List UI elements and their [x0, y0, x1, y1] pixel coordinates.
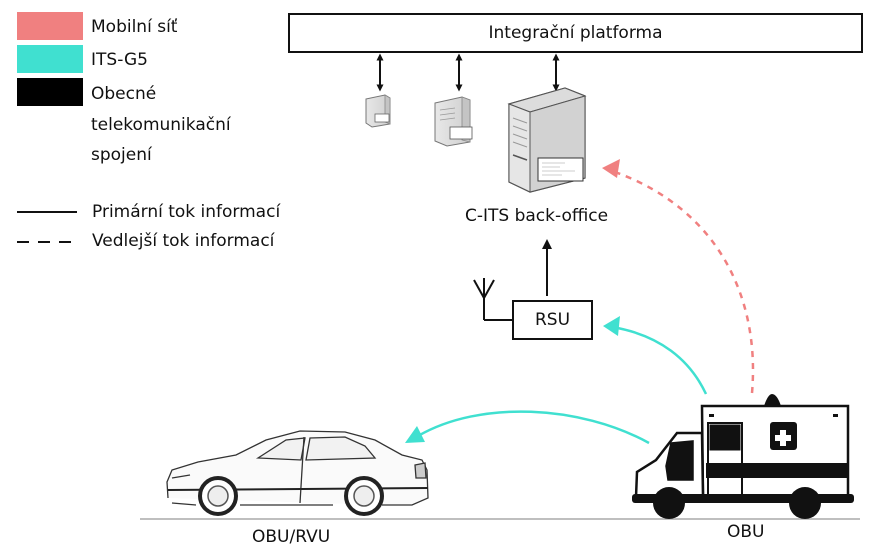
legend-label-general-3: spojení: [91, 145, 152, 165]
server-large-icon: [507, 87, 587, 193]
ambulance-icon: [632, 394, 854, 519]
server-medium-icon: [434, 96, 473, 147]
link-ambulance-backoffice: [614, 170, 755, 394]
rsu-box: RSU: [512, 300, 593, 340]
integration-platform-box: Integrační platforma: [288, 13, 863, 53]
antenna-icon: [473, 278, 512, 321]
server-small-icon: [365, 94, 391, 128]
link-ambulance-car: [417, 410, 650, 445]
legend-swatch-its-g5: [17, 45, 83, 73]
legend-label-its-g5: ITS-G5: [91, 50, 148, 70]
integration-platform-label: Integrační platforma: [488, 23, 663, 43]
legend-label-general-2: telekomunikační: [91, 115, 231, 135]
car-label: OBU/RVU: [252, 527, 331, 547]
legend-label-general-1: Obecné: [91, 84, 157, 104]
link-ambulance-rsu: [611, 325, 708, 395]
arrowhead-car: [405, 426, 425, 443]
car-icon: [166, 430, 429, 516]
legend-swatch-mobile: [17, 12, 83, 40]
ambulance-label: OBU: [727, 522, 765, 542]
rsu-label: RSU: [534, 310, 571, 330]
legend-label-mobile: Mobilní síť: [91, 17, 178, 37]
arrowhead-rsu: [603, 316, 620, 336]
legend-label-secondary: Vedlejší tok informací: [92, 231, 275, 251]
backoffice-label: C-ITS back-office: [465, 206, 609, 226]
arrowhead-backoffice: [602, 159, 620, 178]
legend-swatch-general: [17, 78, 83, 106]
legend-label-primary: Primární tok informací: [92, 202, 281, 222]
